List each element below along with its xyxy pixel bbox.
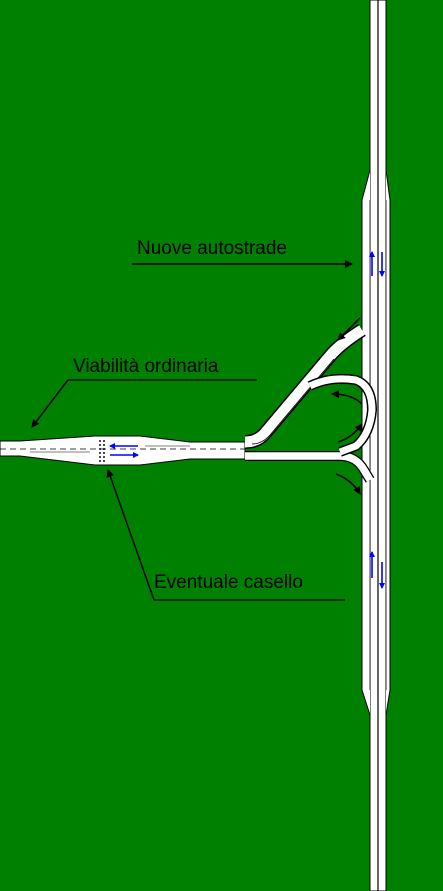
label-ordinary-road: Viabilità ordinaria	[31, 356, 257, 428]
label-ordinary-road-text: Viabilità ordinaria	[73, 356, 219, 377]
label-toll-booth-text: Eventuale casello	[154, 572, 303, 593]
motorway	[361, 0, 391, 891]
ordinary-road	[0, 435, 246, 466]
label-motorway: Nuove autostrade	[132, 238, 353, 268]
label-toll-booth: Eventuale casello	[106, 469, 345, 601]
motorway-direction-arrows-upper	[369, 251, 385, 277]
motorway-direction-arrows-lower	[369, 551, 385, 589]
toll-direction-arrows	[109, 443, 139, 458]
label-motorway-text: Nuove autostrade	[137, 238, 287, 259]
ramp-movement-arrows	[331, 317, 363, 495]
junction-ramps	[244, 324, 378, 483]
